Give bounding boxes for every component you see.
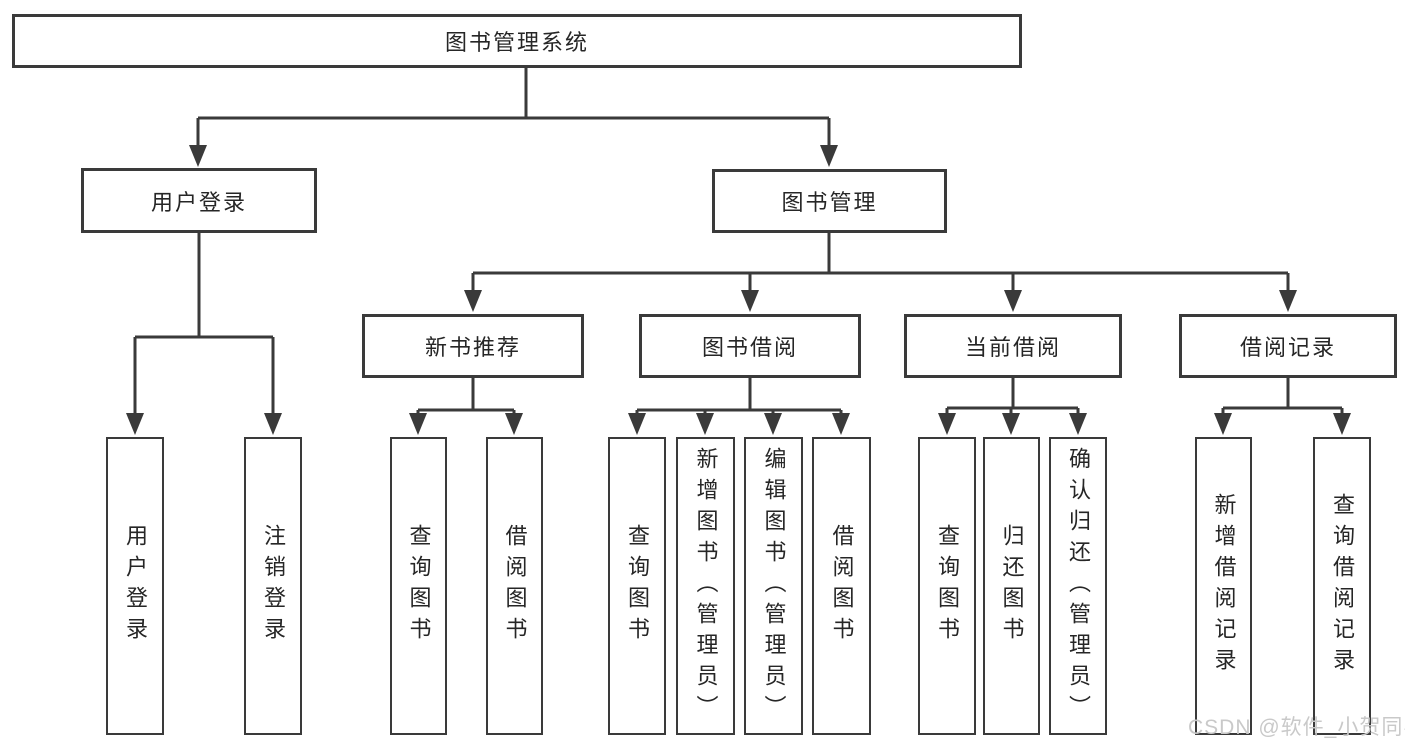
leaf-query-borrow-record: 查询借阅记录 [1313,437,1371,735]
node-book-management: 图书管理 [712,169,947,233]
connector-lines [133,68,1344,421]
leaf-borrow-books: 借阅图书 [812,437,871,735]
connector-user-login [133,233,275,421]
connector-book-management [471,233,1290,298]
node-new-book-recommend: 新书推荐 [362,314,584,378]
connector-borrow-records [1221,378,1344,421]
leaf-query-books-borrow: 查询图书 [608,437,666,735]
connector-root [196,68,831,153]
connector-book-borrow [635,378,843,421]
leaf-query-borrow-record-label: 查询借阅记录 [1330,493,1355,679]
leaf-logout: 注销登录 [244,437,302,735]
connector-new-book-recommend [416,378,516,421]
leaf-borrow-books-recommend: 借阅图书 [486,437,543,735]
node-library-system: 图书管理系统 [12,14,1022,68]
leaf-borrow-books-recommend-label: 借阅图书 [502,524,528,648]
leaf-logout-label: 注销登录 [261,524,286,648]
leaf-confirm-return-admin-label: 确认归还（管理员） [1066,446,1091,726]
node-current-borrow: 当前借阅 [904,314,1122,378]
leaf-confirm-return-admin: 确认归还（管理员） [1049,437,1107,735]
leaf-add-borrow-record-label: 新增借阅记录 [1211,493,1237,679]
leaf-return-book: 归还图书 [983,437,1040,735]
leaf-add-book-admin: 新增图书（管理员） [676,437,735,735]
node-user-login: 用户登录 [81,168,317,233]
node-book-borrow: 图书借阅 [639,314,861,378]
leaf-query-books-recommend-label: 查询图书 [406,524,432,648]
leaf-add-book-admin-label: 新增图书（管理员） [693,446,719,726]
leaf-query-books-recommend: 查询图书 [390,437,447,735]
leaf-borrow-books-label: 借阅图书 [829,524,855,648]
leaf-user-login-label: 用户登录 [123,524,148,648]
leaf-add-borrow-record: 新增借阅记录 [1195,437,1252,735]
leaf-edit-book-admin-label: 编辑图书（管理员） [761,446,787,726]
leaf-query-books-borrow-label: 查询图书 [625,524,650,648]
leaf-edit-book-admin: 编辑图书（管理员） [744,437,803,735]
leaf-query-books-current: 查询图书 [918,437,976,735]
node-borrow-records: 借阅记录 [1179,314,1397,378]
leaf-return-book-label: 归还图书 [999,524,1025,648]
arrowheads [126,145,1351,435]
watermark: CSDN @软件_小贺同学 [1188,716,1405,739]
leaf-user-login: 用户登录 [106,437,164,735]
leaf-query-books-current-label: 查询图书 [935,524,960,648]
